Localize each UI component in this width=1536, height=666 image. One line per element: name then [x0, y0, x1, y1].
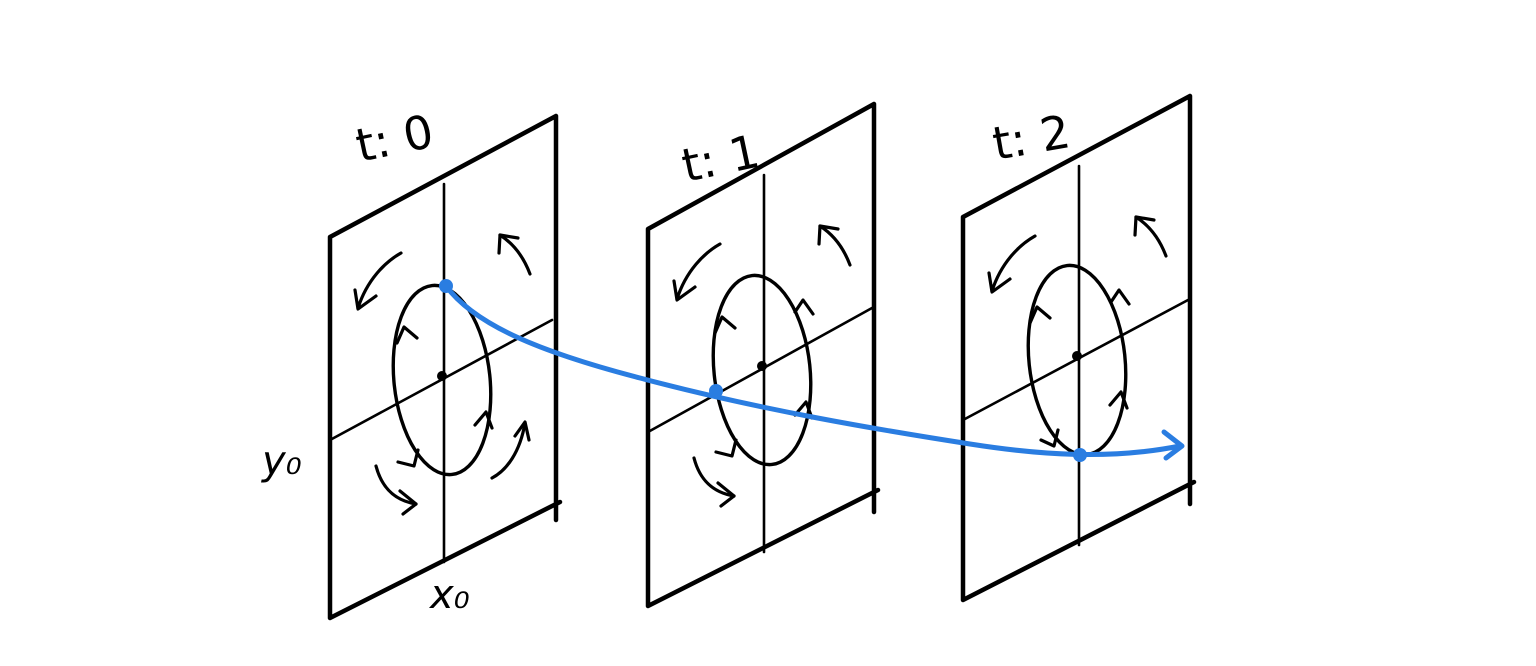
frame-t2: t: 2 [960, 93, 1197, 603]
frame-label: t: 1 [677, 124, 764, 193]
flow-arrow [490, 421, 527, 480]
orbit-arrow [473, 410, 494, 430]
orbit-arrow [1028, 305, 1052, 325]
trajectory-point-t0 [439, 279, 453, 293]
orbit-arrow [395, 325, 419, 345]
equilibrium-point [437, 371, 447, 381]
trajectory-point-t2 [1073, 448, 1087, 462]
equilibrium-point [1072, 351, 1082, 361]
y-axis-label: y₀ [261, 438, 302, 484]
flow-arrow-head [987, 271, 1012, 294]
flow-arrow-head [817, 224, 840, 246]
limit-cycle [391, 283, 493, 477]
orbit-arrow [714, 438, 738, 458]
flow-arrow [498, 233, 532, 276]
frame-label: t: 2 [989, 104, 1075, 171]
flow-arrow [990, 234, 1037, 293]
frame-label: t: 0 [351, 104, 438, 173]
orbit-arrow [793, 298, 815, 316]
orbit-arrow [1039, 428, 1060, 448]
frame-border [327, 113, 563, 621]
flow-arrow-head [398, 489, 418, 516]
trajectory-point-t1 [709, 384, 723, 398]
orbit-arrow [1108, 390, 1129, 410]
frame-border [960, 93, 1197, 603]
flow-arrow [818, 224, 852, 267]
flow-arrow-head [513, 420, 531, 442]
orbit-arrow [1109, 288, 1131, 306]
frame-t1: t: 1 [645, 101, 881, 609]
flow-arrow [356, 251, 403, 310]
flow-arrow-head [1133, 215, 1156, 237]
x-axis-label: x₀ [428, 572, 470, 618]
flow-arrow-head [672, 279, 697, 302]
flow-arrow-head [353, 288, 378, 311]
flow-arrow-head [497, 233, 520, 255]
orbit-arrow [396, 448, 420, 468]
limit-cycle [711, 273, 813, 467]
frame-t0: t: 0 y₀ x₀ [261, 104, 563, 621]
flow-arrow [1134, 215, 1168, 258]
trajectory-curve [443, 283, 1183, 458]
flow-arrow [374, 464, 418, 506]
orbit-arrow [713, 315, 737, 335]
trajectory [439, 279, 1185, 462]
flow-arrow [692, 456, 736, 498]
frame-border [645, 101, 881, 609]
orbit-arrow [793, 400, 814, 420]
equilibrium-point [757, 361, 767, 371]
flow-arrow [675, 242, 722, 301]
trajectory-arrowhead [1161, 429, 1185, 461]
flow-arrow-head [716, 481, 736, 508]
